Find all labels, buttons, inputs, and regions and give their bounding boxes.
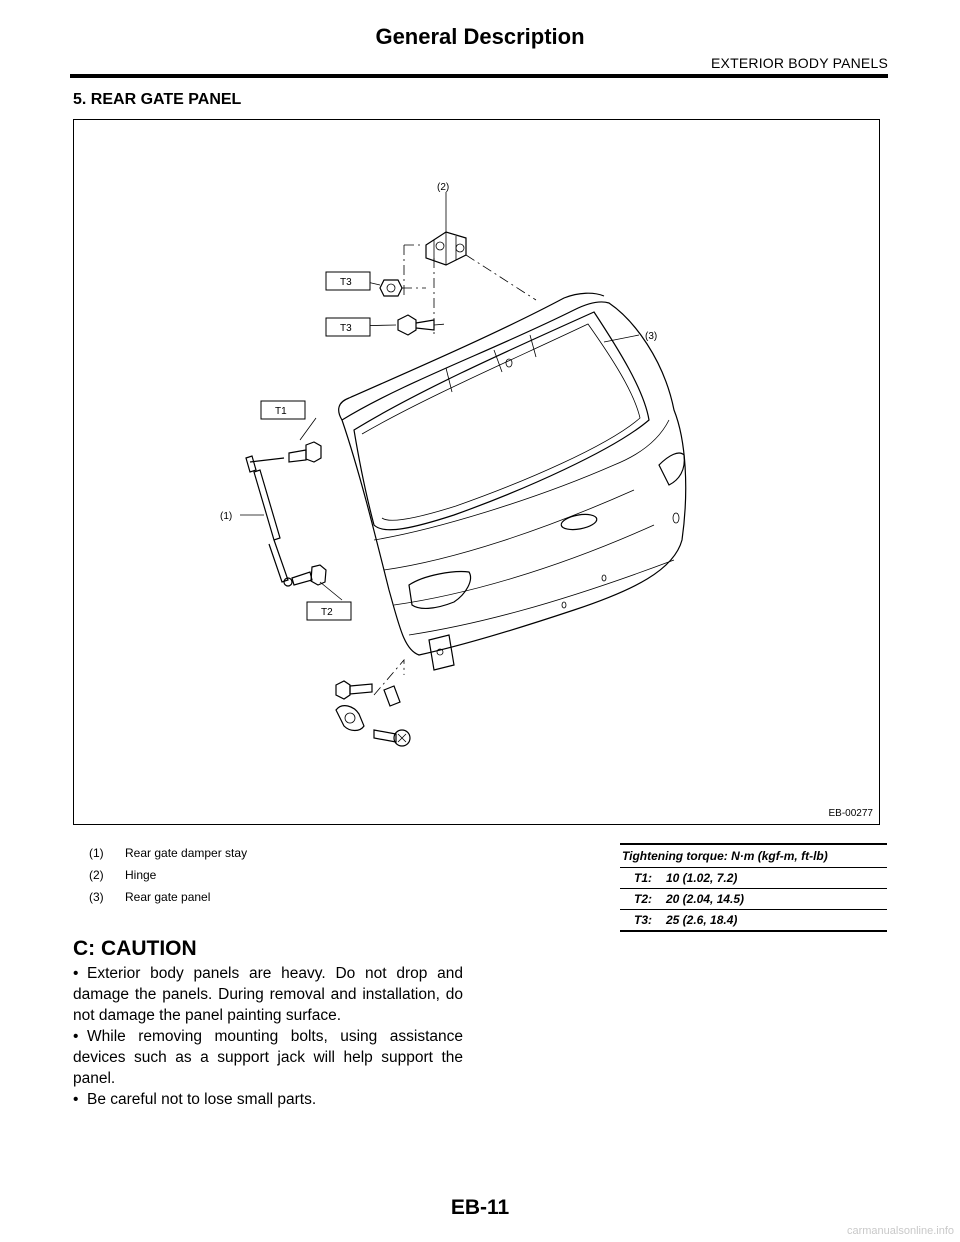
hinge-bolt-drawing <box>397 314 447 336</box>
bullet-icon: • <box>73 1091 79 1108</box>
torque-row: T1: 10 (1.02, 7.2) <box>620 868 887 889</box>
torque-table-top-rule <box>620 843 887 845</box>
rear-gate-panel-drawing <box>338 292 687 671</box>
section-header: EXTERIOR BODY PANELS <box>711 55 888 71</box>
torque-table-title: Tightening torque: N·m (kgf-m, ft-lb) <box>620 845 887 868</box>
bullet-icon: • <box>73 1028 79 1045</box>
caution-item: •While removing mounting bolts, using as… <box>73 1026 463 1089</box>
torque-tag-t1: T1 <box>275 406 287 417</box>
legend-number: (1) <box>89 846 104 860</box>
caution-item: • Be careful not to lose small parts. <box>73 1089 463 1110</box>
callout-1: (1) <box>220 511 232 522</box>
legend-label: Hinge <box>125 868 157 882</box>
legend-number: (2) <box>89 868 104 882</box>
header-divider <box>70 74 888 78</box>
torque-key: T1: <box>634 871 652 885</box>
legend-item: (3) Rear gate panel <box>89 889 247 911</box>
torque-tag-t2: T2 <box>321 607 333 618</box>
torque-value: 10 (1.02, 7.2) <box>666 871 738 885</box>
figure-id: EB-00277 <box>828 808 873 819</box>
legend-item: (2) Hinge <box>89 867 247 889</box>
torque-row: T2: 20 (2.04, 14.5) <box>620 889 887 910</box>
section-heading: 5. REAR GATE PANEL <box>73 91 242 108</box>
caution-list: •Exterior body panels are heavy. Do not … <box>73 963 463 1110</box>
legend-label: Rear gate damper stay <box>125 846 248 860</box>
caution-item: •Exterior body panels are heavy. Do not … <box>73 963 463 1026</box>
torque-value: 25 (2.6, 18.4) <box>666 913 738 927</box>
figure-legend: (1) Rear gate damper stay (2) Hinge (3) Rea… <box>89 845 247 911</box>
torque-key: T3: <box>634 913 652 927</box>
rear-gate-illustration: (2) (3) (1) T3 T3 T1 T2 <box>220 182 687 747</box>
damper-stay-drawing <box>245 441 327 587</box>
caution-heading: C: CAUTION <box>73 937 197 960</box>
legend-label: Rear gate panel <box>125 890 211 904</box>
lower-striker-drawing <box>335 658 411 747</box>
torque-row: T3: 25 (2.6, 18.4) <box>620 910 887 932</box>
torque-value: 20 (2.04, 14.5) <box>666 892 745 906</box>
page-title: General Description <box>375 24 585 49</box>
caution-text: Be careful not to lose small parts. <box>87 1091 317 1108</box>
rear-gate-diagram: (2) (3) (1) T3 T3 T1 T2 EB-00277 <box>73 119 880 825</box>
legend-number: (3) <box>89 890 104 904</box>
bullet-icon: • <box>73 965 79 982</box>
watermark: carmanualsonline.info <box>846 1225 954 1237</box>
hinge-nut-drawing <box>379 279 426 297</box>
torque-key: T2: <box>634 892 652 906</box>
caution-text: Exterior body panels are heavy. Do not d… <box>73 965 463 1024</box>
callout-3: (3) <box>645 331 657 342</box>
hinge-drawing <box>403 200 537 335</box>
callout-2: (2) <box>437 182 449 193</box>
caution-text: While removing mounting bolts, using ass… <box>73 1028 463 1087</box>
page-number: EB-11 <box>450 1196 510 1219</box>
torque-tag-t3-bolt: T3 <box>340 323 352 334</box>
torque-table: Tightening torque: N·m (kgf-m, ft-lb) T1… <box>620 843 887 932</box>
legend-item: (1) Rear gate damper stay <box>89 845 247 867</box>
torque-tag-t3-nut: T3 <box>340 277 352 288</box>
